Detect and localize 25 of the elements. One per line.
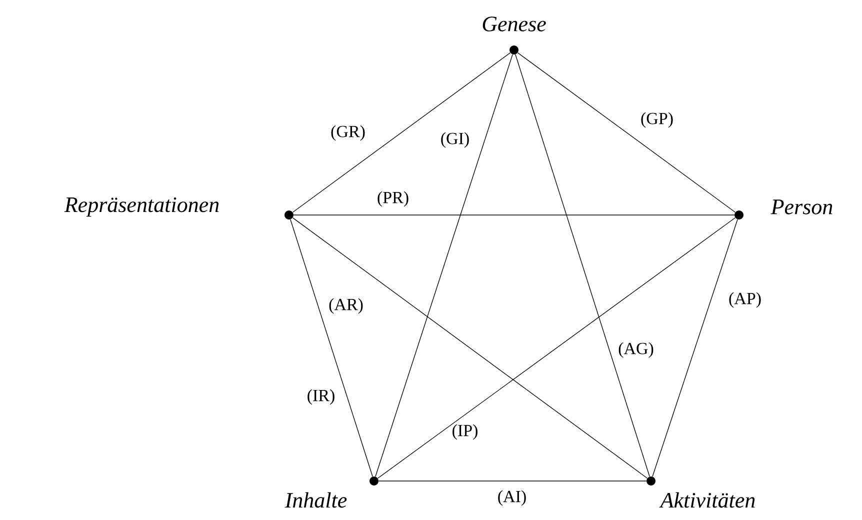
edge-label: (IP) <box>452 424 478 440</box>
edge-label: (AR) <box>329 298 363 314</box>
edge-label: (IR) <box>308 389 334 405</box>
edge-label: (PR) <box>378 191 408 207</box>
edge-line <box>375 54 513 477</box>
edge-line <box>290 219 373 477</box>
edge-line <box>652 219 738 477</box>
edge-line <box>515 54 650 477</box>
node-label: Genese <box>482 16 546 32</box>
edge-label: (GI) <box>441 132 469 148</box>
edge-label: (AG) <box>618 342 654 358</box>
edge-label: (GR) <box>331 125 365 141</box>
edge-line <box>377 217 736 479</box>
edge-label: (AI) <box>498 490 526 506</box>
edge-line <box>378 480 647 482</box>
edge-line <box>517 52 736 213</box>
node-label: Aktivitäten <box>659 492 755 508</box>
edge-line <box>292 52 511 213</box>
edge-label: (AP) <box>729 292 761 308</box>
node-label: Person <box>770 200 832 214</box>
node-label: Repräsentationen <box>64 197 219 217</box>
edge-line <box>292 217 648 479</box>
edge-line <box>293 214 735 216</box>
edge-label: (GP) <box>641 112 673 128</box>
node-label: Inhalte <box>284 492 347 508</box>
